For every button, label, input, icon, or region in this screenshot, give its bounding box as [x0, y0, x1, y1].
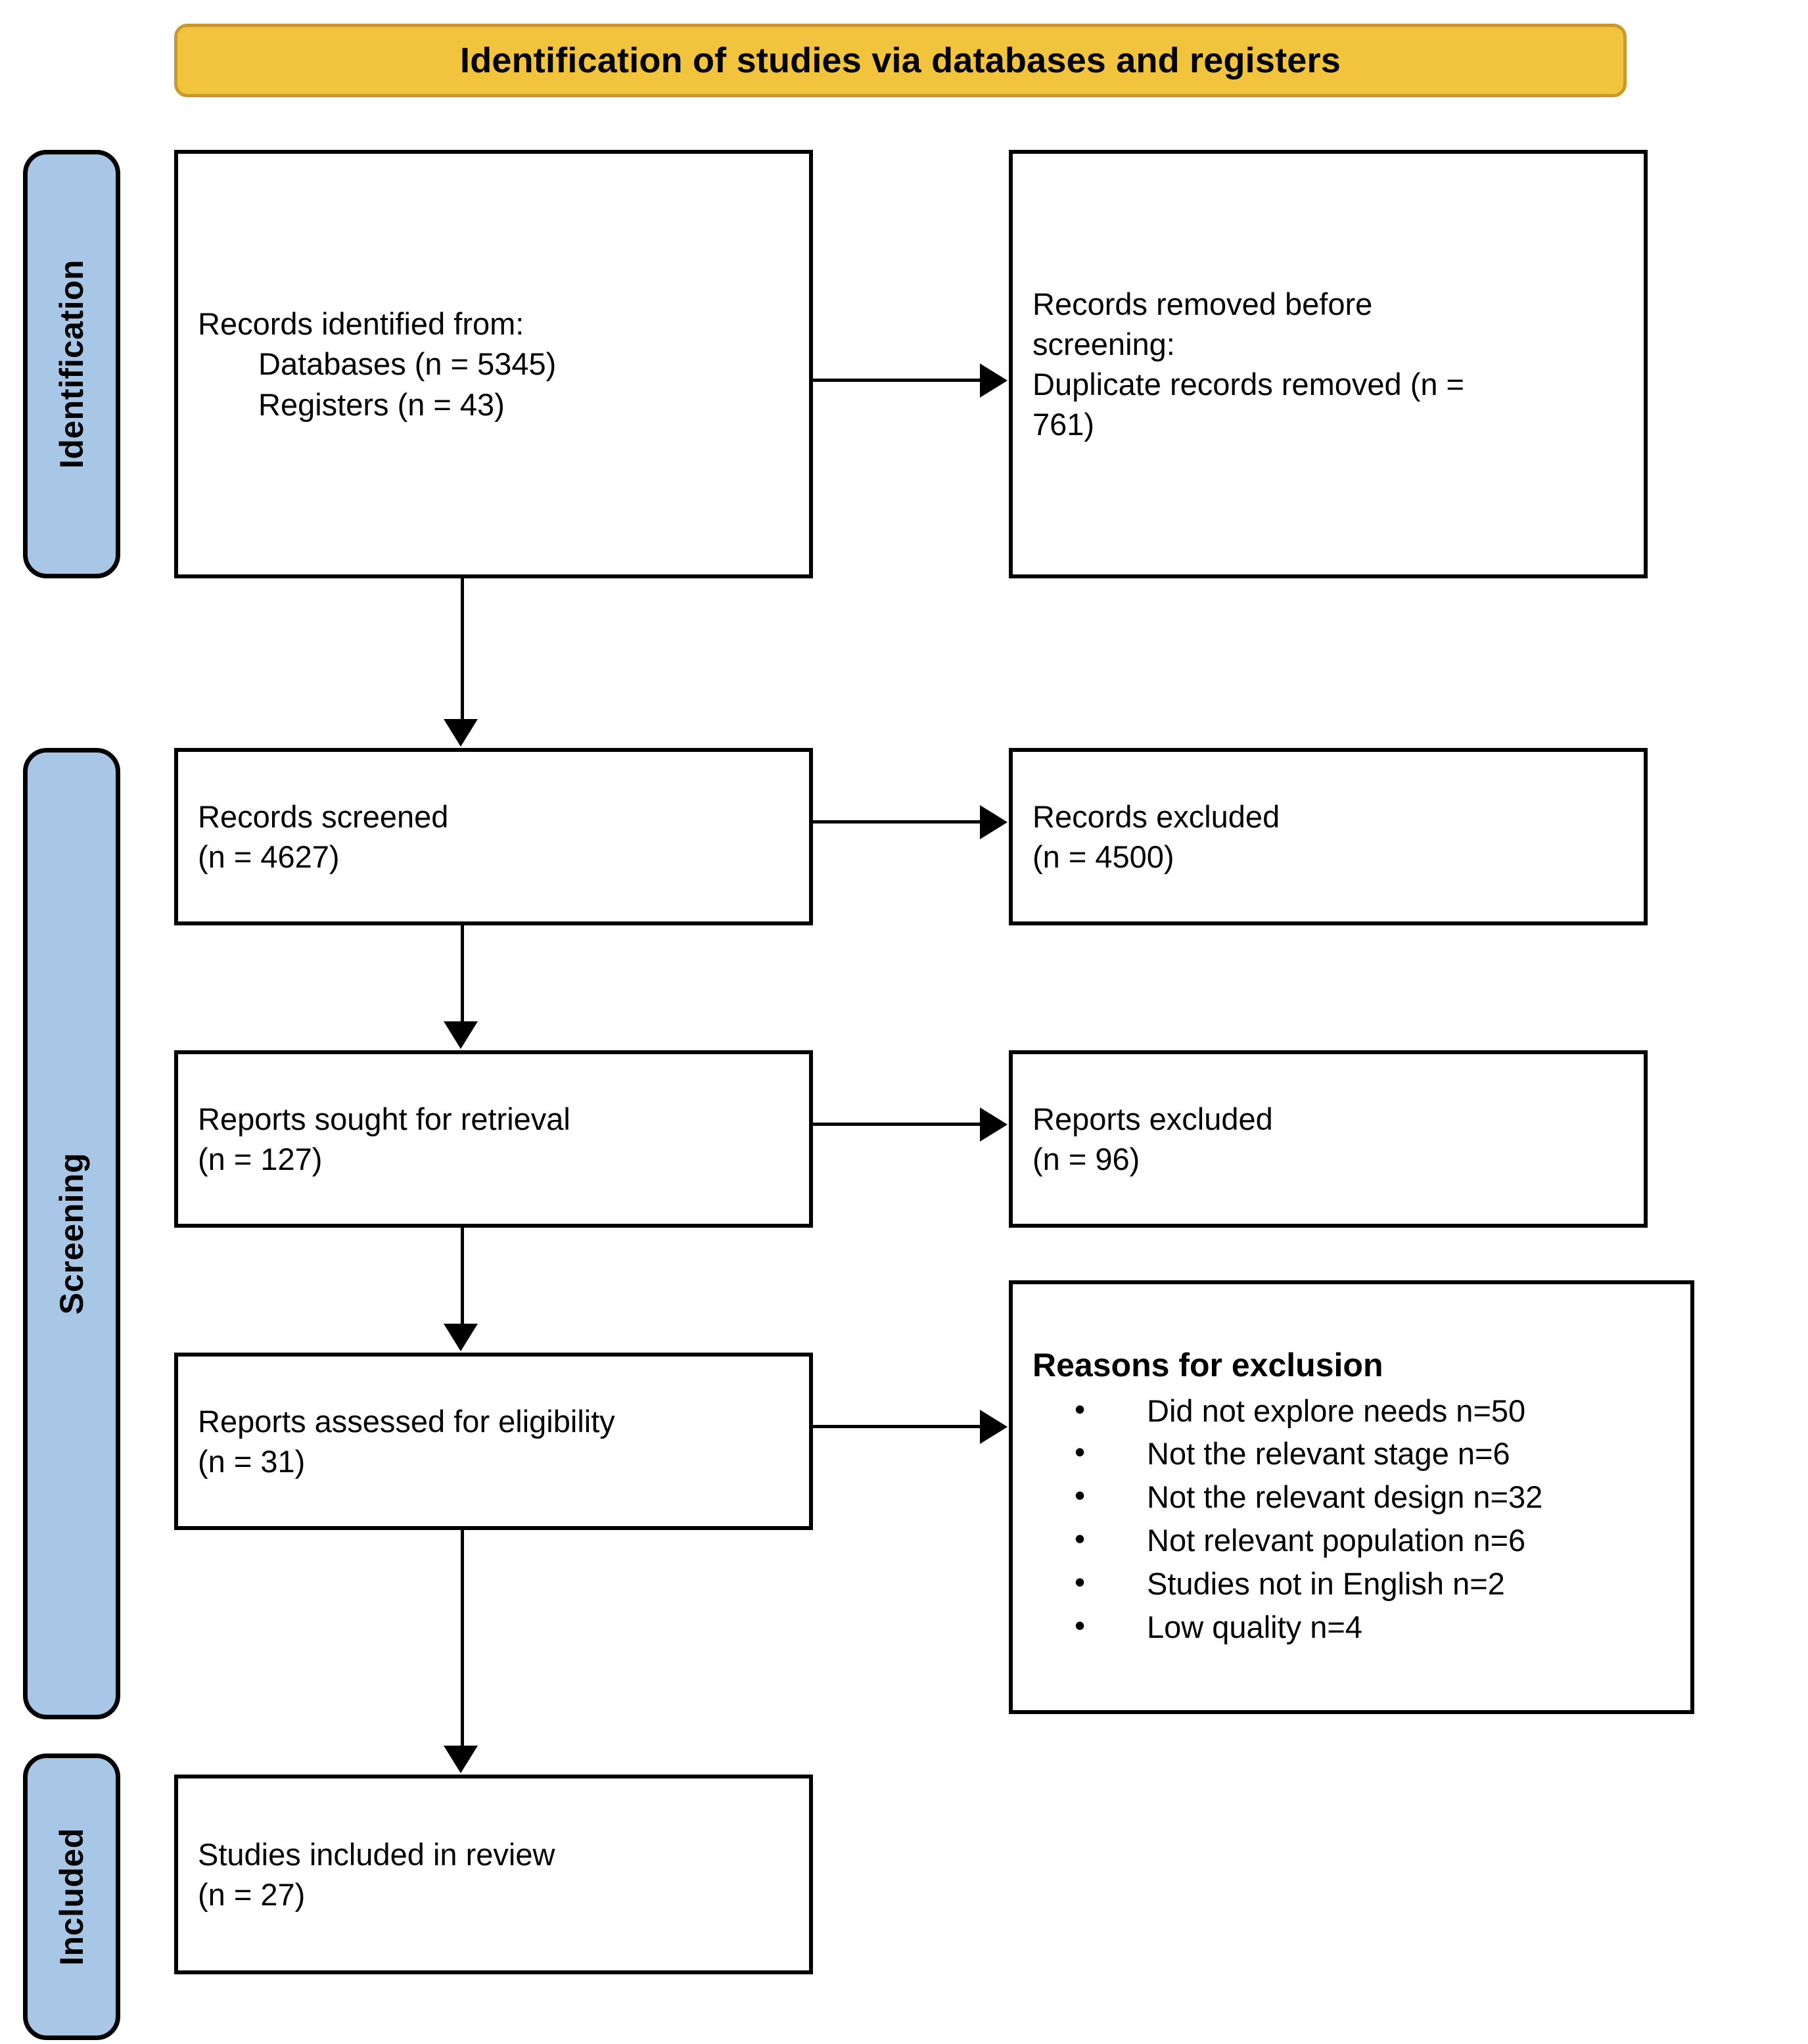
studies-included-count: (n = 27) — [198, 1877, 306, 1912]
records-identified-databases: Databases (n = 5345) — [258, 346, 557, 382]
records-excluded-count: (n = 4500) — [1032, 839, 1174, 874]
reasons-for-exclusion-title: Reasons for exclusion — [1032, 1346, 1383, 1383]
records-removed-heading-line2: screening: — [1032, 326, 1175, 361]
box-records-screened: Records screened (n = 4627) — [174, 748, 813, 925]
list-item: Not the relevant stage n=6 — [1075, 1431, 1671, 1475]
stage-band-identification-label: Identification — [53, 259, 91, 469]
reports-sought-label: Reports sought for retrieval — [198, 1101, 570, 1136]
list-item: Low quality n=4 — [1075, 1604, 1671, 1649]
box-reports-excluded: Reports excluded (n = 96) — [1009, 1050, 1648, 1228]
list-item: Not the relevant design n=32 — [1075, 1474, 1671, 1519]
records-screened-count: (n = 4627) — [198, 839, 340, 874]
records-screened-label: Records screened — [198, 799, 449, 834]
box-reasons-for-exclusion: Reasons for exclusion Did not explore ne… — [1009, 1280, 1694, 1714]
records-removed-duplicates-line2: 761) — [1032, 407, 1095, 442]
stage-band-screening: Screening — [23, 748, 120, 1719]
records-identified-heading: Records identified from: — [198, 306, 524, 342]
studies-included-label: Studies included in review — [198, 1836, 555, 1872]
records-excluded-label: Records excluded — [1032, 799, 1280, 834]
box-records-identified: Records identified from: Databases (n = … — [174, 150, 813, 578]
diagram-header-banner: Identification of studies via databases … — [174, 24, 1627, 97]
records-identified-registers: Registers (n = 43) — [258, 386, 505, 422]
records-removed-heading-line1: Records removed before — [1032, 286, 1373, 321]
records-removed-duplicates-line1: Duplicate records removed (n = — [1032, 367, 1464, 402]
reports-assessed-label: Reports assessed for eligibility — [198, 1403, 615, 1439]
stage-band-included: Included — [23, 1754, 120, 2040]
stage-band-screening-label: Screening — [53, 1152, 90, 1315]
stage-band-included-label: Included — [53, 1828, 91, 1966]
reports-assessed-count: (n = 31) — [198, 1444, 306, 1479]
reports-excluded-label: Reports excluded — [1032, 1101, 1273, 1136]
box-records-removed: Records removed before screening: Duplic… — [1009, 150, 1648, 578]
reports-excluded-count: (n = 96) — [1032, 1142, 1140, 1176]
stage-band-identification: Identification — [23, 150, 120, 578]
list-item: Did not explore needs n=50 — [1075, 1388, 1671, 1433]
box-reports-sought: Reports sought for retrieval (n = 127) — [174, 1050, 813, 1228]
box-reports-assessed: Reports assessed for eligibility (n = 31… — [174, 1353, 813, 1530]
box-studies-included: Studies included in review (n = 27) — [174, 1775, 813, 1974]
banner-title: Identification of studies via databases … — [460, 41, 1341, 80]
box-records-excluded: Records excluded (n = 4500) — [1009, 748, 1648, 925]
list-item: Studies not in English n=2 — [1075, 1561, 1671, 1606]
reasons-for-exclusion-list: Did not explore needs n=50 Not the relev… — [1032, 1388, 1671, 1649]
reports-sought-count: (n = 127) — [198, 1142, 323, 1176]
list-item: Not relevant population n=6 — [1075, 1518, 1671, 1562]
